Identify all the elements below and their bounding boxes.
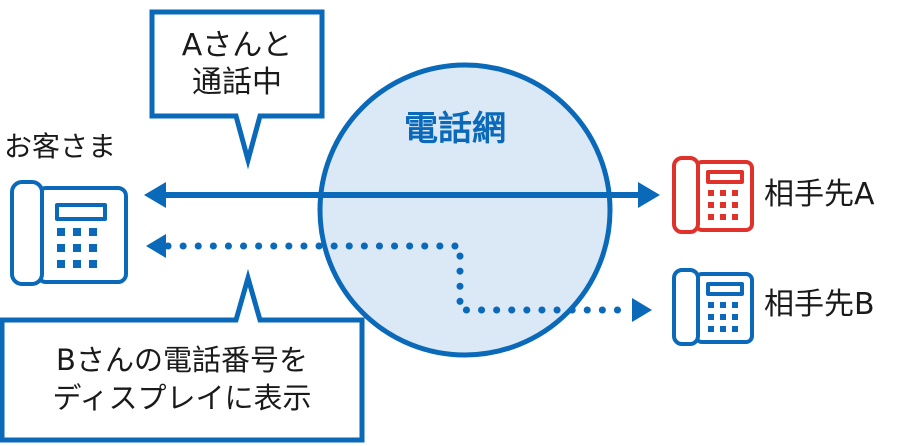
callout-b-line-1: Bさんの電話番号を xyxy=(56,343,308,378)
party-a-label: 相手先A xyxy=(764,177,875,212)
network-circle xyxy=(317,62,613,358)
active-call-arrow-left xyxy=(144,182,166,208)
incoming-call-arrow-left xyxy=(146,234,166,258)
incoming-call-dotted-path xyxy=(164,242,634,314)
incoming-call-arrow-right xyxy=(632,298,652,322)
callout-a-line-1: Aさんと xyxy=(181,27,293,63)
party-b-telephone-icon xyxy=(672,268,754,346)
callout-b-line-2: ディスプレイに表示 xyxy=(52,381,312,415)
callout-a-text: Aさんと 通話中 xyxy=(152,12,322,116)
callout-b-box xyxy=(0,268,365,443)
customer-telephone-icon xyxy=(10,180,128,286)
customer-label: お客さま xyxy=(4,130,117,163)
party-b-label: 相手先B xyxy=(764,287,875,322)
callout-a-line-2: 通話中 xyxy=(192,65,282,100)
party-a-telephone-icon xyxy=(672,156,754,234)
callout-a-box xyxy=(149,9,325,170)
active-call-arrow-right xyxy=(638,182,660,208)
network-label: 電話網 xyxy=(404,109,506,149)
callout-b-text: Bさんの電話番号を ディスプレイに表示 xyxy=(2,320,362,440)
